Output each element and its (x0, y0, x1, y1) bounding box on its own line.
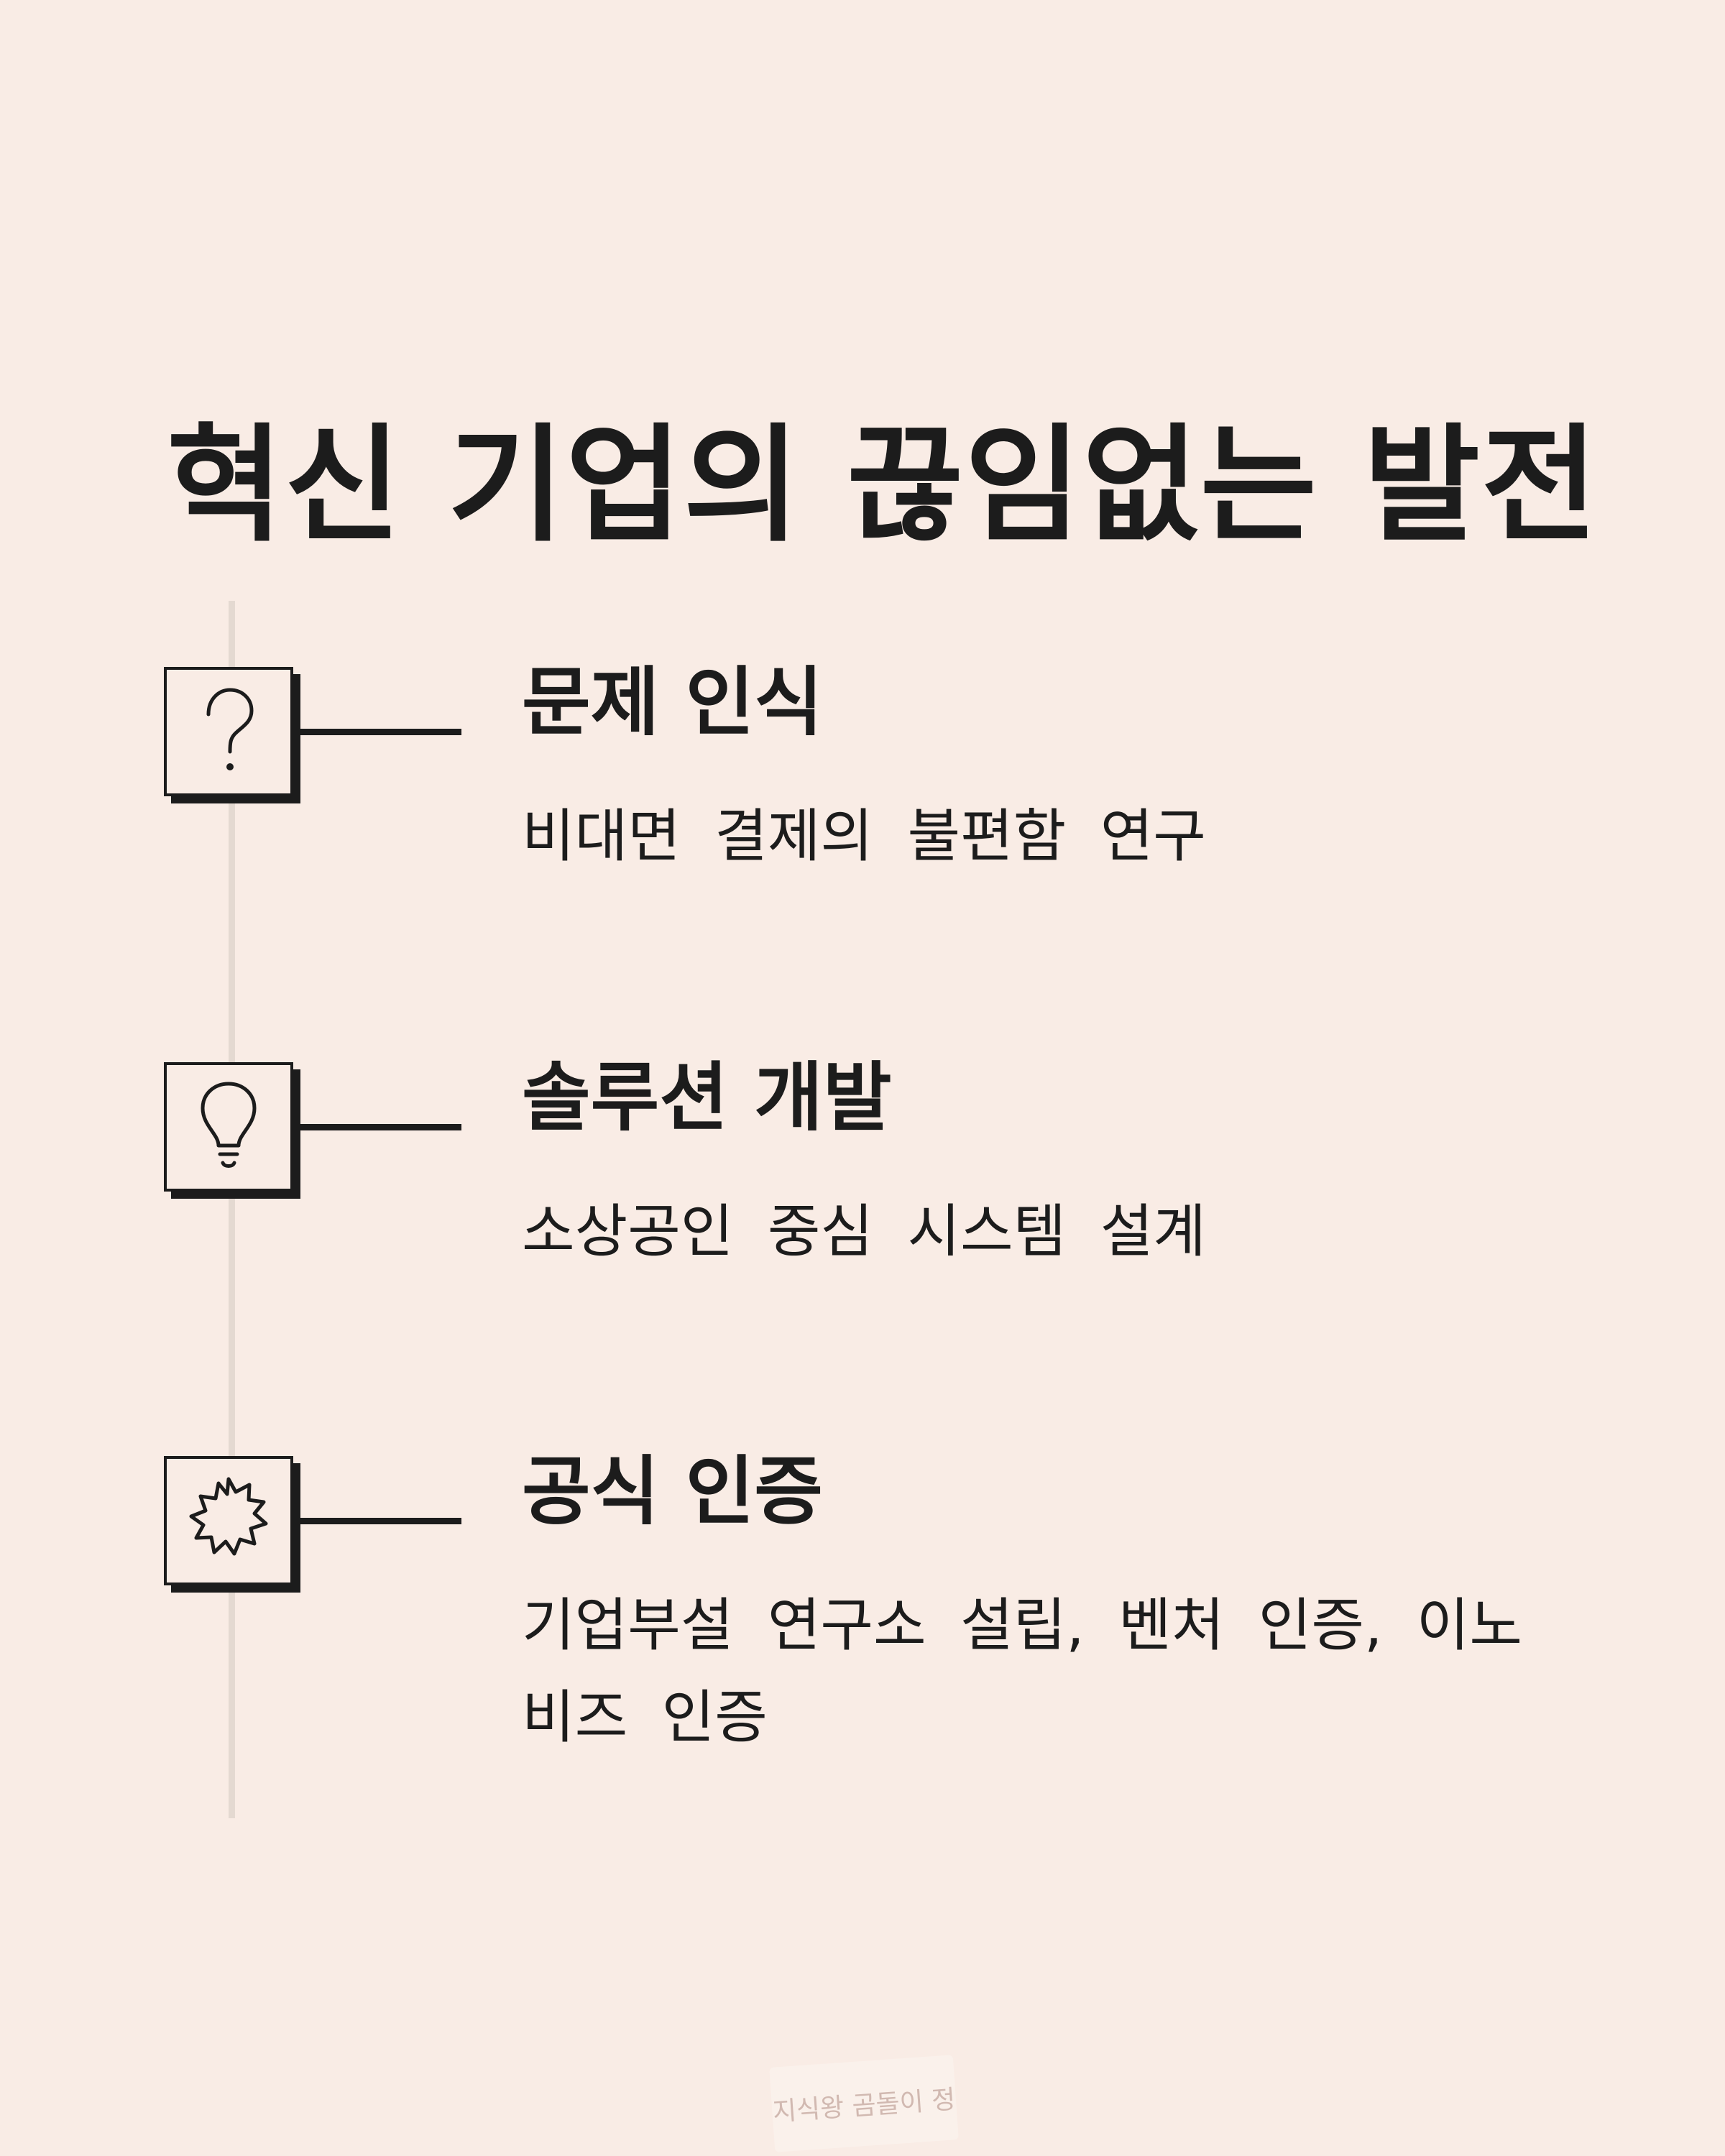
page-title: 혁신 기업의 끊임없는 발전 (167, 411, 1599, 559)
timeline-line (229, 601, 235, 1818)
watermark-logo: 지식왕 곰돌이 정 (769, 2055, 959, 2152)
connector-line (299, 1124, 461, 1130)
lightbulb-icon (164, 1062, 293, 1192)
step-title: 솔루션 개발 (522, 1054, 892, 1141)
step-description: 기업부설 연구소 설립, 벤처 인증, 이노비즈 인증 (522, 1592, 1523, 1751)
badge-burst-icon (164, 1456, 293, 1585)
question-mark-icon (164, 667, 293, 796)
connector-line (299, 729, 461, 735)
step-description: 비대면 결제의 불편함 연구 (522, 803, 1206, 870)
connector-line (299, 1518, 461, 1524)
step-description: 소상공인 중심 시스템 설계 (522, 1198, 1206, 1265)
step-title: 공식 인증 (522, 1447, 823, 1535)
step-title: 문제 인식 (522, 658, 823, 746)
